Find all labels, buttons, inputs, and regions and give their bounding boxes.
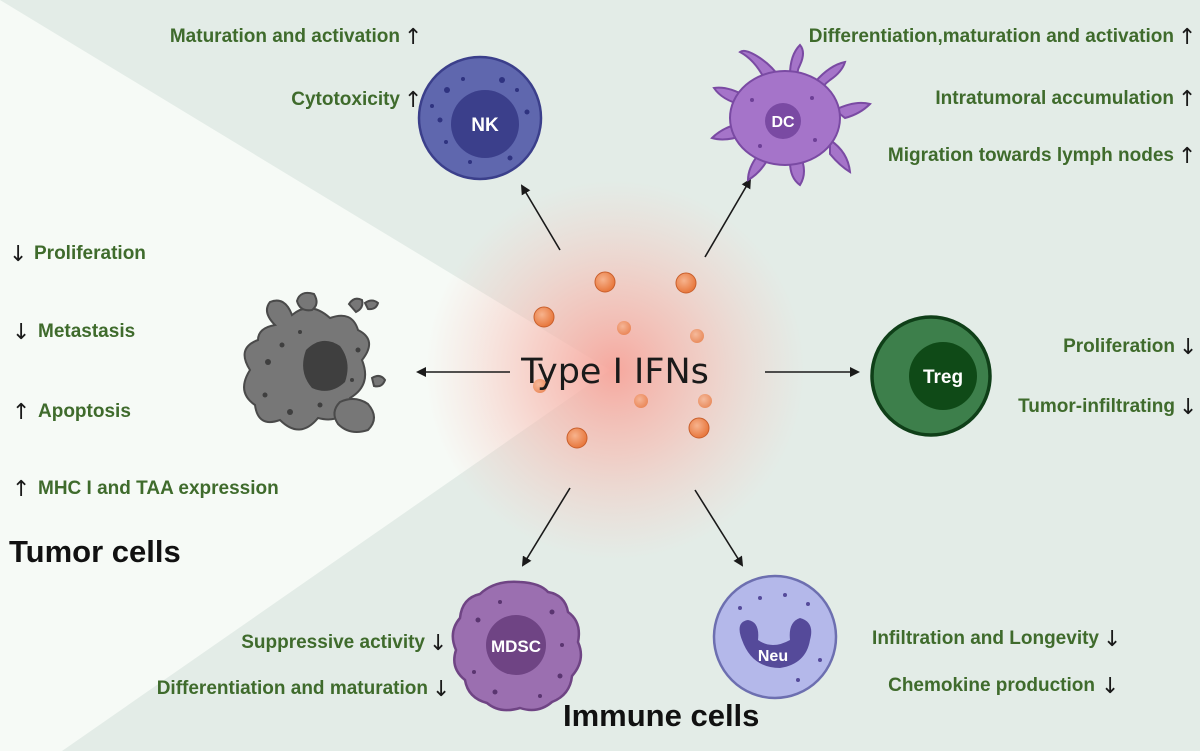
tumor-effect-arrow: ↓ bbox=[12, 320, 30, 345]
neu-effects: Infiltration and Longevity ↓ Chemokine p… bbox=[872, 627, 1121, 699]
neu-cell-body bbox=[712, 574, 838, 700]
nk-effect-arrow: ↑ bbox=[404, 25, 422, 50]
ifn-glow bbox=[425, 180, 805, 560]
nk-effect-arrow: ↑ bbox=[404, 88, 422, 113]
nk-label: NK bbox=[471, 115, 499, 136]
neu-effect-arrow: ↓ bbox=[1101, 674, 1119, 699]
tumor-effect-arrow: ↓ bbox=[9, 242, 27, 267]
tumor-effects: ↓ Proliferation ↓ Metastasis ↑ Apoptosis… bbox=[9, 242, 279, 502]
nk-cell: NK bbox=[417, 55, 543, 181]
dc-effect-arrow: ↑ bbox=[1178, 25, 1196, 50]
neu-effect-text: Chemokine production bbox=[888, 675, 1095, 696]
dc-effects: Differentiation,maturation and activatio… bbox=[809, 25, 1197, 169]
mdsc-effect-arrow: ↓ bbox=[429, 631, 447, 656]
treg-effect-arrow: ↓ bbox=[1179, 395, 1197, 420]
treg-effect-text: Proliferation bbox=[1063, 336, 1175, 357]
mdsc-effect-text: Suppressive activity bbox=[241, 632, 425, 653]
dc-effect-text: Differentiation,maturation and activatio… bbox=[809, 26, 1174, 47]
ifn-particle bbox=[690, 329, 704, 343]
ifn-particle bbox=[533, 306, 555, 328]
arrows bbox=[416, 178, 860, 567]
neu-effect-arrow: ↓ bbox=[1103, 627, 1121, 652]
nk-effect-text: Maturation and activation bbox=[170, 26, 400, 47]
tumor-effect-text: Apoptosis bbox=[38, 401, 131, 422]
treg-effect-arrow: ↓ bbox=[1179, 335, 1197, 360]
ifn-particles bbox=[533, 271, 712, 449]
neu-label: Neu bbox=[758, 648, 788, 665]
mdsc-effect-arrow: ↓ bbox=[432, 677, 450, 702]
nk-effect-text: Cytotoxicity bbox=[291, 89, 400, 110]
ifn-particle bbox=[594, 271, 616, 293]
nk-nucleus bbox=[451, 90, 519, 158]
ifn-particle bbox=[698, 394, 712, 408]
treg-cell: Treg bbox=[870, 315, 992, 437]
mdsc-effect-text: Differentiation and maturation bbox=[157, 678, 428, 699]
dc-effect-text: Intratumoral accumulation bbox=[935, 88, 1174, 109]
immune-cells-title: Immune cells bbox=[563, 698, 759, 733]
ifn-particle bbox=[688, 417, 710, 439]
arrow-to-nk bbox=[520, 184, 561, 251]
tumor-cells-title: Tumor cells bbox=[9, 534, 181, 569]
ifn-particle bbox=[634, 394, 648, 408]
neu-nucleus bbox=[739, 618, 812, 668]
tumor-effect-text: Proliferation bbox=[34, 243, 146, 264]
ifn-particle bbox=[533, 379, 547, 393]
dc-effect-text: Migration towards lymph nodes bbox=[888, 145, 1174, 166]
treg-effect-text: Tumor-infiltrating bbox=[1018, 396, 1175, 417]
ifn-particle bbox=[675, 272, 697, 294]
dc-nucleus bbox=[765, 103, 801, 139]
arrow-to-dc bbox=[704, 178, 752, 258]
neu-effect-text: Infiltration and Longevity bbox=[872, 628, 1099, 649]
nk-effects: Maturation and activation ↑ Cytotoxicity… bbox=[170, 25, 423, 113]
dc-label: DC bbox=[771, 114, 795, 131]
mdsc-nucleus bbox=[486, 615, 546, 675]
ifn-particle bbox=[617, 321, 631, 335]
tumor-effect-text: Metastasis bbox=[38, 321, 135, 342]
treg-nucleus bbox=[909, 342, 977, 410]
arrow-to-mdsc bbox=[521, 487, 571, 567]
arrow-to-neu bbox=[694, 489, 744, 567]
tumor-effect-arrow: ↑ bbox=[12, 477, 30, 502]
mdsc-label: MDSC bbox=[491, 637, 541, 656]
tumor-effect-arrow: ↑ bbox=[12, 400, 30, 425]
dc-effect-arrow: ↑ bbox=[1178, 87, 1196, 112]
center-title: Type I IFNs bbox=[520, 352, 709, 392]
ifn-particle bbox=[566, 427, 588, 449]
mdsc-effects: Suppressive activity ↓ Differentiation a… bbox=[157, 631, 451, 702]
dc-cell: DC bbox=[710, 43, 872, 187]
mdsc-cell: MDSC bbox=[451, 580, 583, 712]
tumor-cell bbox=[243, 291, 387, 433]
tumor-effect-text: MHC I and TAA expression bbox=[38, 478, 279, 499]
tumor-nucleus bbox=[303, 340, 348, 391]
treg-label: Treg bbox=[923, 367, 963, 388]
dc-effect-arrow: ↑ bbox=[1178, 144, 1196, 169]
treg-effects: Proliferation ↓ Tumor-infiltrating ↓ bbox=[1018, 335, 1197, 420]
neu-cell: Neu bbox=[712, 574, 838, 700]
